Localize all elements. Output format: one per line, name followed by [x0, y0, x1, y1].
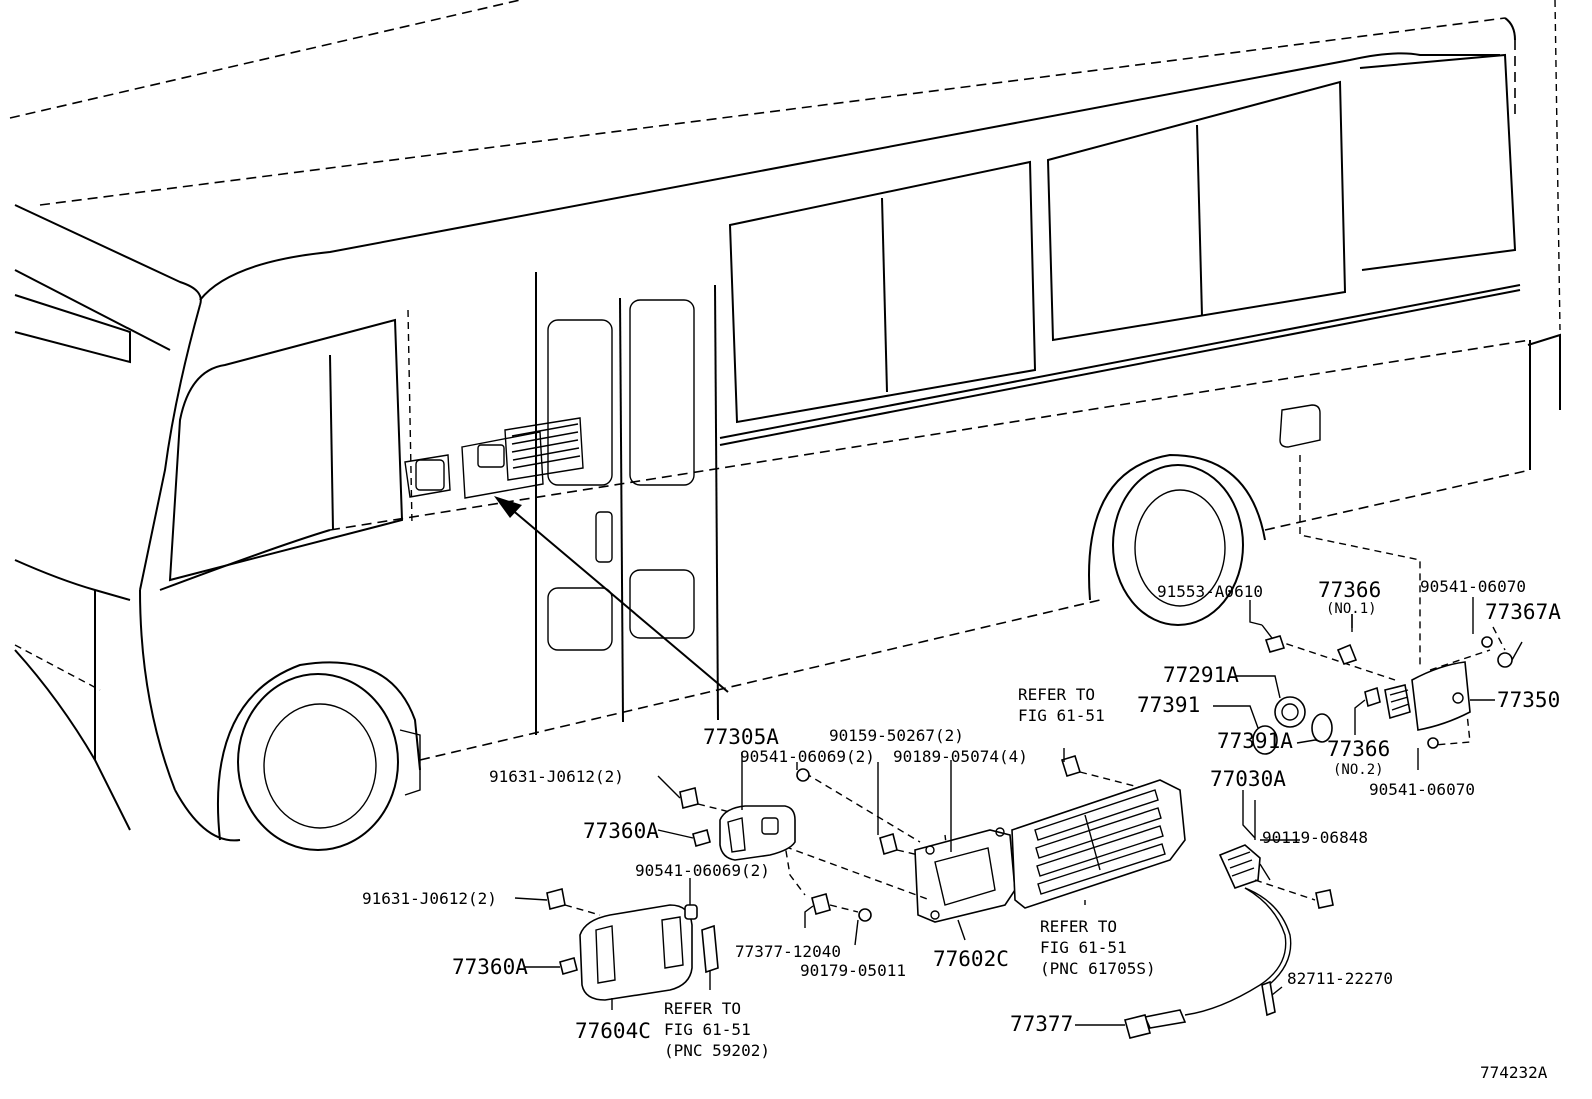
label-90541-06069-b: 90541-06069(2): [635, 861, 770, 880]
label-90541-06070-bottom: 90541-06070: [1369, 780, 1475, 799]
label-90179-05011: 90179-05011: [800, 961, 906, 980]
label-91631-j0612-a: 91631-J0612(2): [489, 767, 624, 786]
label-77391: 77391: [1137, 693, 1200, 717]
label-77360a-a: 77360A: [583, 819, 659, 843]
label-refer-2a: REFER TO: [1040, 917, 1117, 936]
label-77604c: 77604C: [575, 1019, 651, 1043]
label-77377-12040: 77377-12040: [735, 942, 841, 961]
part-labels: 91553-A0610 77366 (NO.1) 90541-06070 773…: [362, 577, 1561, 1082]
label-refer-2b: FIG 61-51: [1040, 938, 1127, 957]
label-90189-05074: 90189-05074(4): [893, 747, 1028, 766]
label-77291a: 77291A: [1163, 663, 1239, 687]
label-77377: 77377: [1010, 1012, 1073, 1036]
label-90119-06848: 90119-06848: [1262, 828, 1368, 847]
label-91553-a0610: 91553-A0610: [1157, 582, 1263, 601]
label-refer-1b: FIG 61-51: [1018, 706, 1105, 725]
label-77366-no2-note: (NO.2): [1333, 762, 1384, 778]
label-77366-no2: 77366: [1327, 737, 1390, 761]
label-refer-3a: REFER TO: [664, 999, 741, 1018]
label-77030a: 77030A: [1210, 767, 1286, 791]
leader-lines: [514, 597, 1495, 1026]
label-77366-no1: 77366: [1318, 578, 1381, 602]
label-77366-no1-note: (NO.1): [1326, 601, 1377, 617]
label-91631-j0612-b: 91631-J0612(2): [362, 889, 497, 908]
label-refer-3c: (PNC 59202): [664, 1041, 770, 1060]
cover-plate-assembly: [739, 755, 1186, 923]
label-77367a: 77367A: [1485, 600, 1561, 624]
opener-cable-assembly: [1124, 800, 1334, 1039]
label-refer-3b: FIG 61-51: [664, 1020, 751, 1039]
label-77305a: 77305A: [703, 725, 779, 749]
label-77360a-b: 77360A: [452, 955, 528, 979]
label-77391a: 77391A: [1217, 729, 1293, 753]
label-77350: 77350: [1497, 688, 1560, 712]
label-82711-22270: 82711-22270: [1287, 969, 1393, 988]
label-90159-50267: 90159-50267(2): [829, 726, 964, 745]
fuel-door-assembly: [546, 787, 796, 1001]
fuel-lid-assembly: [1252, 455, 1523, 755]
label-90541-06070-top: 90541-06070: [1420, 577, 1526, 596]
label-77602c: 77602C: [933, 947, 1009, 971]
figure-code: 774232A: [1480, 1063, 1548, 1082]
label-90541-06069-a: 90541-06069(2): [740, 747, 875, 766]
bus-illustration: [9, 0, 1561, 851]
label-refer-2c: (PNC 61705S): [1040, 959, 1156, 978]
label-refer-1a: REFER TO: [1018, 685, 1095, 704]
